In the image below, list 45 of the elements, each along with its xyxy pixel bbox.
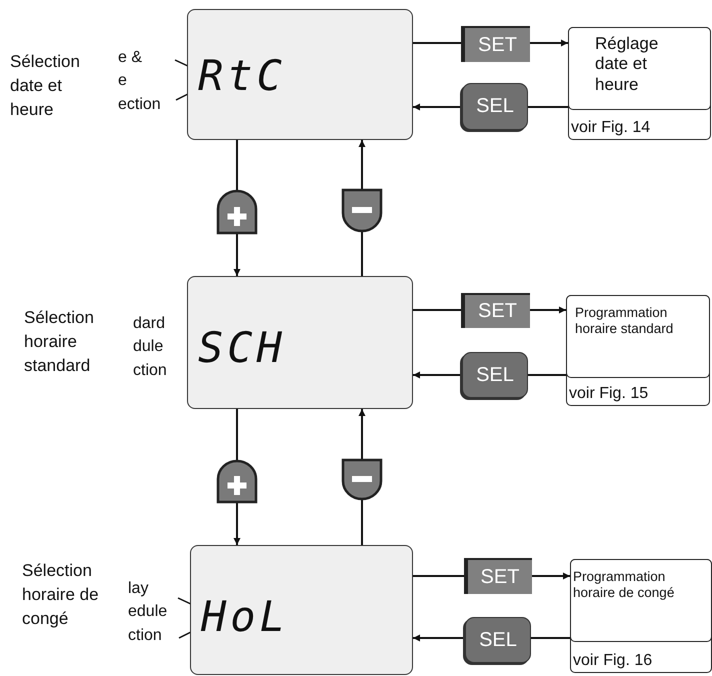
figure-reference: voir Fig. 15 <box>569 385 648 403</box>
arrow <box>413 104 462 110</box>
connector-line <box>236 409 238 460</box>
arrow <box>358 409 366 460</box>
lcd-readout: HoL <box>201 596 289 638</box>
lcd-readout: RtC <box>198 55 286 97</box>
arrow <box>234 233 240 276</box>
side-caption: Sélection horaire standard <box>24 307 95 377</box>
arrow <box>234 502 240 545</box>
side-caption: Sélection horaire de congé <box>22 560 100 630</box>
side-caption: Sélection date et heure <box>10 51 81 121</box>
info-box <box>568 27 711 140</box>
lcd-readout: SCH <box>198 327 286 369</box>
arrow <box>532 572 570 580</box>
arrow <box>530 40 568 46</box>
description-panel: Programmation horaire de congé <box>570 559 712 642</box>
arrow <box>358 140 366 190</box>
lcd-display <box>187 276 413 409</box>
info-box <box>566 295 710 406</box>
arrow <box>413 634 465 642</box>
set-button: SET <box>461 293 530 328</box>
select-button: SEL <box>462 83 528 130</box>
connector-line <box>413 42 461 44</box>
select-button: SEL <box>462 352 528 398</box>
info-box <box>570 559 712 673</box>
description-panel: Programmation horaire standard <box>566 295 710 378</box>
arrow <box>530 306 566 314</box>
partial-label: lay <box>128 580 148 598</box>
connector-line <box>236 140 238 190</box>
connector-line <box>413 309 461 311</box>
description-panel: Réglage date et heure <box>568 27 711 110</box>
select-button: SEL <box>465 617 531 663</box>
arrow <box>413 372 462 378</box>
connector-line <box>361 500 363 545</box>
connector-line <box>528 106 568 108</box>
figure-reference: voir Fig. 16 <box>573 652 652 670</box>
connector-line <box>531 637 570 639</box>
connector-line <box>528 374 566 376</box>
set-button: SET <box>464 558 532 594</box>
figure-reference: voir Fig. 14 <box>571 119 650 137</box>
connector-line <box>361 232 363 276</box>
lcd-display <box>187 9 413 140</box>
lcd-display <box>190 545 413 675</box>
set-button: SET <box>461 26 530 62</box>
connector-line <box>413 575 464 577</box>
